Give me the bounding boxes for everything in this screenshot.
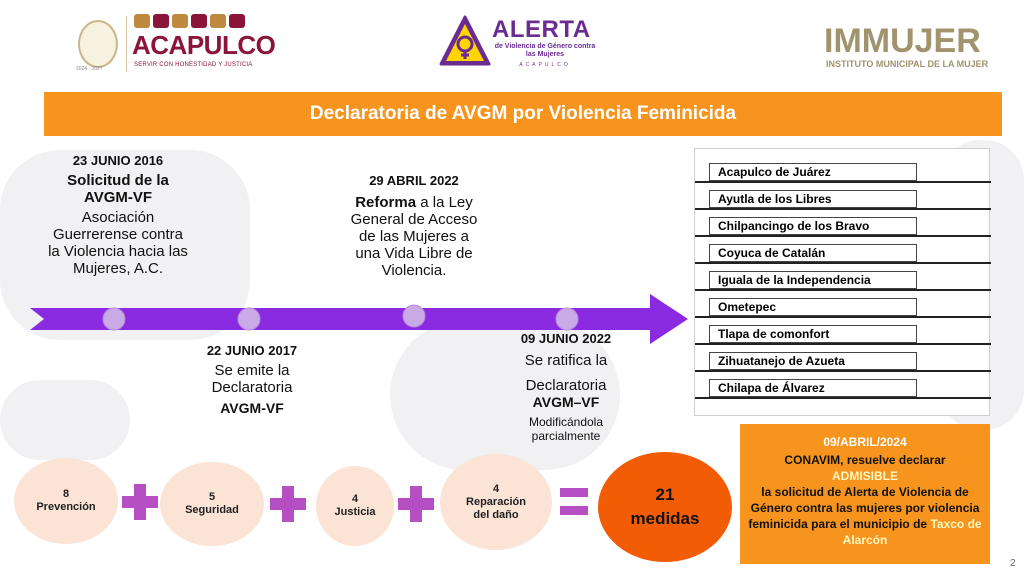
event-date: 29 ABRIL 2022: [369, 173, 459, 188]
timeline-event-2022-junio: 09 JUNIO 2022 Se ratifica la Declaratori…: [498, 330, 634, 443]
event-title: Reforma: [355, 194, 417, 211]
medida-label: Seguridad: [185, 504, 239, 516]
event-body: Se emite la Declaratoria: [211, 362, 293, 396]
list-item: Chilpancingo de los Bravo: [709, 217, 917, 235]
medida-count: 8: [62, 488, 70, 500]
total-label: medidas: [630, 509, 700, 528]
list-item: Chilapa de Álvarez: [709, 379, 917, 397]
city-seal-icon: [78, 20, 118, 68]
medida-reparacion: 4 Reparación del daño: [440, 454, 552, 550]
medida-label: Reparación del daño: [466, 495, 526, 521]
resolution-date: 09/ABRIL/2024: [823, 435, 907, 449]
event-date: 23 JUNIO 2016: [72, 153, 164, 168]
acapulco-wordmark: ACAPULCO: [132, 30, 276, 60]
resolution-line1: CONAVIM, resuelve declarar: [784, 453, 946, 467]
conavim-resolution: 09/ABRIL/2024 CONAVIM, resuelve declarar…: [740, 424, 990, 564]
list-divider: [695, 262, 991, 264]
event-body: Asociación Guerrerense contra la Violenc…: [48, 209, 188, 277]
total-count: 21: [655, 485, 675, 504]
logo-divider: [126, 16, 127, 72]
immujer-logo: IMMUJER INSTITUTO MUNICIPAL DE LA MUJER: [820, 22, 992, 74]
medidas-total: 21 medidas: [598, 452, 732, 562]
resolution-municipio: Taxco de Alarcón: [842, 517, 982, 547]
acapulco-emblem-icons: [134, 14, 245, 30]
list-divider: [695, 208, 991, 210]
timeline-node: [237, 307, 261, 331]
acapulco-logo: 2024 · 2027 ACAPULCO SERVIR CON HONESTID…: [70, 12, 276, 72]
resolution-line2: la solicitud de Alerta de Violencia de G…: [748, 485, 980, 531]
plus-icon: [268, 484, 308, 524]
list-divider: [695, 235, 991, 237]
list-item: Ometepec: [709, 298, 917, 316]
alert-triangle-icon: [439, 15, 491, 66]
title-banner: Declaratoria de AVGM por Violencia Femin…: [44, 92, 1002, 136]
list-divider: [695, 343, 991, 345]
medida-label: Prevención: [36, 501, 96, 513]
medida-justicia: 4 Justicia: [316, 466, 394, 546]
event-date: 09 JUNIO 2022: [520, 331, 612, 346]
equals-icon: [560, 488, 588, 518]
list-item: Ayutla de los Libres: [709, 190, 917, 208]
list-item: Acapulco de Juárez: [709, 163, 917, 181]
immujer-wordmark: IMMUJER: [824, 22, 981, 60]
medida-count: 4: [492, 482, 500, 495]
timeline-arrow: [30, 294, 688, 344]
municipios-list: Acapulco de Juárez Ayutla de los Libres …: [694, 148, 991, 416]
event-note: Modificándola parcialmente: [528, 415, 604, 443]
event-body: Declaratoria: [525, 377, 607, 394]
alerta-wordmark: ALERTA: [492, 16, 591, 43]
timeline-node: [102, 307, 126, 331]
list-divider: [695, 181, 991, 183]
acapulco-slogan: SERVIR CON HONESTIDAD Y JUSTICIA: [134, 62, 253, 68]
timeline-event-2017: 22 JUNIO 2017 Se emite la Declaratoria A…: [186, 342, 318, 417]
medida-label: Justicia: [334, 506, 376, 518]
list-divider: [695, 397, 991, 399]
immujer-subtitle: INSTITUTO MUNICIPAL DE LA MUJER: [826, 59, 989, 69]
list-divider: [695, 289, 991, 291]
list-divider: [695, 316, 991, 318]
medida-count: 4: [351, 493, 359, 505]
list-item: Coyuca de Catalán: [709, 244, 917, 262]
timeline-node: [402, 304, 426, 328]
page-number: 2: [1010, 558, 1016, 569]
alerta-logo: ALERTA de Violencia de Género contra las…: [438, 14, 598, 72]
event-date: 22 JUNIO 2017: [206, 343, 298, 358]
page-title: Declaratoria de AVGM por Violencia Femin…: [309, 103, 737, 124]
event-title: AVGM–VF: [532, 394, 600, 410]
list-item: Tlapa de comonfort: [709, 325, 917, 343]
timeline-event-2016: 23 JUNIO 2016 Solicitud de la AVGM-VF As…: [48, 152, 188, 277]
alerta-city: ACAPULCO: [519, 62, 571, 68]
timeline-node: [555, 307, 579, 331]
medida-seguridad: 5 Seguridad: [160, 462, 264, 546]
plus-icon: [396, 484, 436, 524]
alerta-subtitle: de Violencia de Género contra las Mujere…: [494, 43, 596, 58]
background-watermark: [0, 380, 130, 460]
event-body: Se ratifica la: [524, 352, 608, 369]
background-watermark: [390, 320, 620, 470]
medida-prevencion: 8 Prevención: [14, 458, 118, 544]
timeline-event-2022-abril: 29 ABRIL 2022 Reforma a la Ley General d…: [346, 172, 482, 279]
event-body: a la Ley General de Acceso de las Mujere…: [350, 194, 478, 279]
event-title: AVGM-VF: [220, 400, 284, 416]
seal-years: 2024 · 2027: [76, 66, 103, 72]
list-item: Zihuatanejo de Azueta: [709, 352, 917, 370]
plus-icon: [120, 482, 160, 522]
medida-count: 5: [208, 491, 216, 503]
event-title: Solicitud de la AVGM-VF: [67, 172, 169, 206]
list-divider: [695, 370, 991, 372]
list-item: Iguala de la Independencia: [709, 271, 917, 289]
resolution-admisible: ADMISIBLE: [832, 469, 898, 483]
